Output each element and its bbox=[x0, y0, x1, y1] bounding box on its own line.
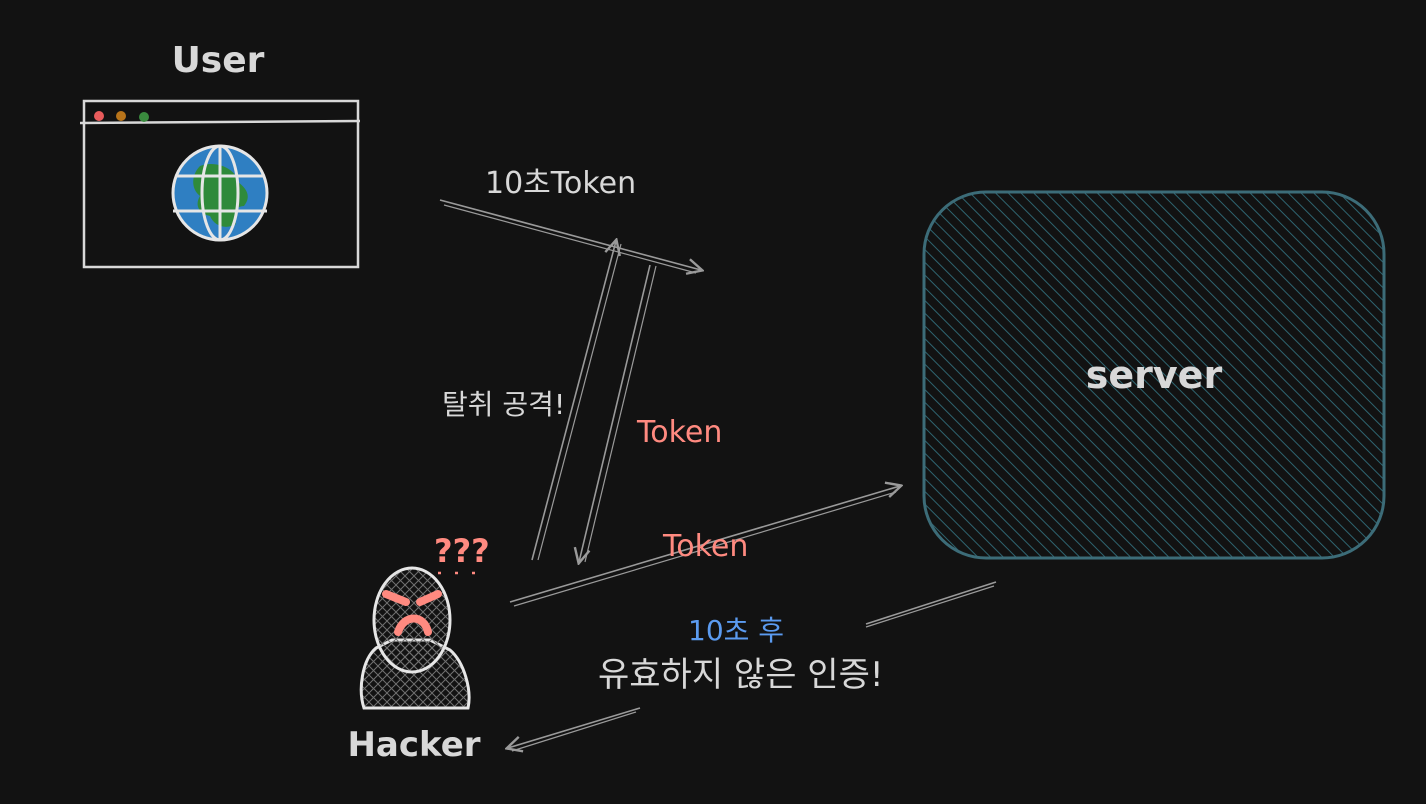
token-with-time-label: 10초Token bbox=[485, 166, 636, 201]
stolen-token-arrow bbox=[579, 265, 656, 562]
after-time-label: 10초 후 bbox=[688, 614, 784, 647]
steal-attack-label: 탈취 공격! bbox=[442, 388, 565, 421]
user-label: User bbox=[172, 40, 265, 81]
server-box: server bbox=[924, 192, 1384, 558]
question-label: ??? bbox=[434, 532, 490, 570]
hacker-label: Hacker bbox=[347, 725, 480, 765]
hacker-icon bbox=[361, 568, 469, 708]
user-request-arrow bbox=[440, 200, 701, 273]
globe-icon bbox=[173, 146, 267, 240]
invalid-auth-label: 유효하지 않은 인증! bbox=[598, 655, 884, 695]
stolen-token-label: Token bbox=[636, 415, 722, 450]
forward-token-label: Token bbox=[662, 529, 748, 564]
browser-window-icon bbox=[80, 101, 360, 267]
server-label: server bbox=[1086, 353, 1223, 397]
window-close-dot bbox=[94, 111, 104, 121]
window-minimize-dot bbox=[116, 111, 126, 121]
window-maximize-dot bbox=[139, 112, 149, 122]
